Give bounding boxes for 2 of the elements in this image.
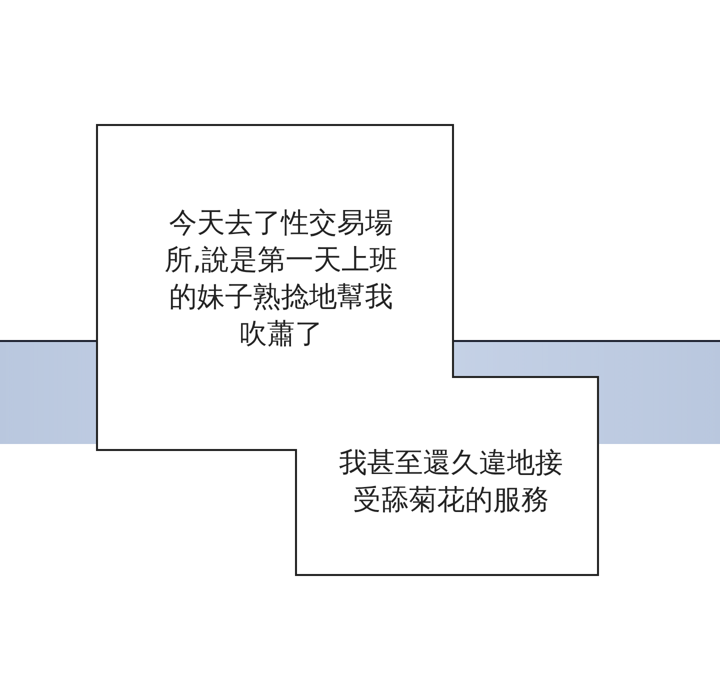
narration-text: 我甚至還久違地接受舔菊花的服務: [338, 445, 564, 518]
narration-text: 今天去了性交易場所,說是第一天上班的妹子熟捻地幫我吹蕭了: [164, 205, 398, 352]
